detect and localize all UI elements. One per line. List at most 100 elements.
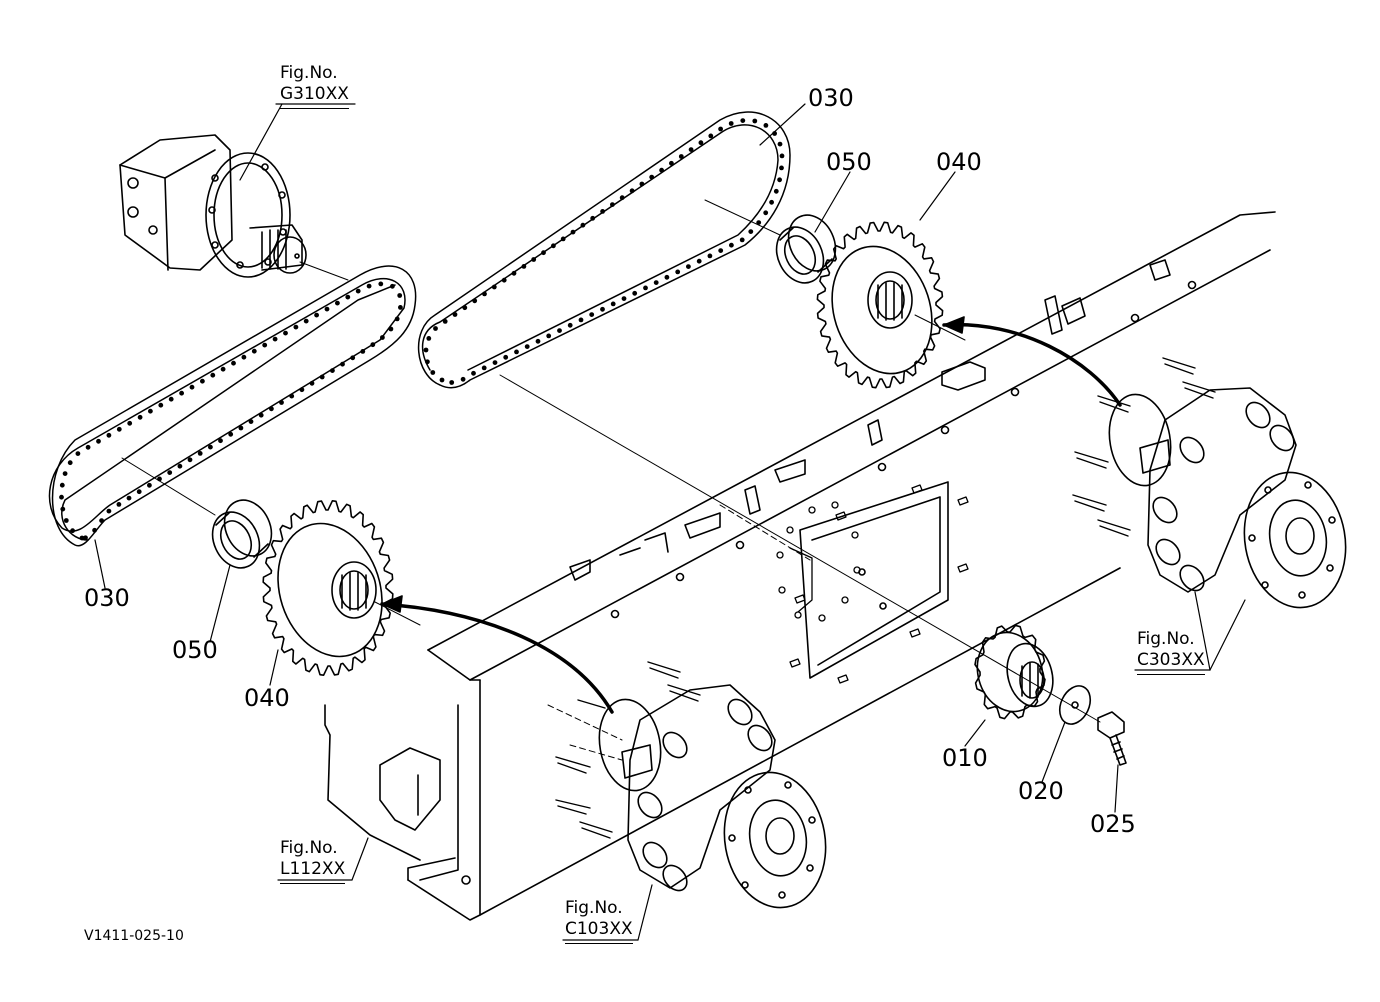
chain-links-upper [423, 118, 785, 385]
chain-link-pin [669, 160, 674, 166]
chain-link-pin [511, 270, 517, 276]
chain-link-pin [238, 425, 244, 431]
chain-link-pin [293, 324, 299, 330]
chain-link-pin [541, 250, 546, 256]
chain-link-pin [659, 167, 664, 173]
figure-ref-hub-upper: Fig.No. C303XX [1137, 629, 1205, 675]
dashed-axis-lower-hub [547, 704, 623, 761]
chain-link-pin [621, 296, 627, 301]
chain-link-pin [116, 502, 122, 507]
chain-link-pin [649, 174, 655, 180]
callout-chain-upper: 030 [808, 84, 854, 112]
chain-link-pin [262, 342, 268, 348]
drive-axis-small-sprocket [499, 374, 1101, 723]
leader-lines [94, 103, 1246, 941]
chain-link-pin [501, 277, 507, 283]
chain-link-pin [619, 195, 625, 201]
chain-link-pin [289, 393, 295, 399]
sprocket-upper [816, 221, 944, 389]
sprocket-axis-lower [374, 601, 421, 626]
chain-link-pin [59, 482, 65, 488]
chain-link-pin [378, 281, 384, 287]
chain-link-pin [675, 269, 681, 275]
figure-ref-prefix: Fig.No. [280, 838, 338, 858]
chain-link-pin [698, 140, 704, 146]
chain-link-pin [241, 354, 247, 360]
chain-link-pin [773, 188, 779, 194]
chain-link-pin [426, 336, 432, 341]
motor-shaft-axis [299, 261, 349, 281]
chain-link-pin [610, 301, 616, 307]
chain-link-pin [319, 374, 325, 380]
chain-link-pin [439, 377, 445, 383]
chain-link-pin [779, 153, 785, 159]
chain-link-pin [433, 326, 438, 331]
chain-link-pin [524, 344, 530, 349]
chain-link-pin [779, 165, 784, 171]
chain-link-pin [600, 306, 605, 312]
chain-link-pin [75, 451, 81, 456]
chain-link-pin [179, 390, 185, 396]
chain-link-pin [258, 412, 264, 418]
chain-link-pin [632, 290, 638, 296]
chain-link-pin [643, 285, 648, 291]
motor-axis-lower [719, 504, 811, 561]
chain-link-pin [324, 306, 330, 312]
chain-link-pin [210, 372, 216, 378]
small-sprocket [974, 624, 1054, 720]
chain-link-pin [769, 199, 774, 205]
chain-link-pin [748, 229, 754, 235]
sprocket-teeth [816, 221, 944, 389]
final-drive-hub-lower [598, 684, 827, 909]
chain-link-pin [449, 380, 455, 385]
chain-link-pin [481, 365, 487, 371]
chain-link-pin [580, 222, 586, 228]
chain-link-pin [452, 312, 458, 317]
chain-link-pin [228, 431, 234, 437]
chain-link-pin [398, 305, 403, 310]
chain-link-pin [707, 253, 713, 259]
chain-link-pin [340, 361, 345, 367]
chain-link-pin [60, 506, 66, 512]
chain-link-pin [492, 360, 498, 365]
chain-link-pin [394, 316, 400, 322]
chain-link-pin [388, 326, 394, 332]
callout-sprocket-upper: 040 [936, 148, 982, 176]
chain-link-pin [653, 280, 659, 285]
chain-link-pin [279, 400, 284, 405]
figure-ref-frame: Fig.No. L112XX [280, 838, 346, 884]
chain-link-pin [728, 121, 734, 126]
callout-small-sprocket: 010 [942, 744, 988, 772]
chain-link-pin [442, 319, 448, 324]
chain-link-pin [106, 508, 112, 514]
chain-link-pin [167, 470, 173, 475]
chain-link-pin [777, 177, 782, 183]
chain-link-pin [560, 236, 566, 242]
chain-link-pin [85, 444, 91, 450]
chain-link-pin [189, 384, 195, 390]
chain-link-pin [62, 471, 68, 476]
chain-link-pin [231, 360, 236, 366]
chain-link-pin [158, 402, 164, 408]
chain-link-pin [63, 518, 69, 523]
chain-link-pin [390, 283, 395, 289]
chain-link-pin [752, 118, 758, 124]
chain-link-pin [777, 141, 783, 147]
assembly-arrow-upper [942, 316, 1122, 407]
chain-link-pin [425, 359, 430, 365]
chain-link-pin [380, 335, 385, 340]
chain-link-pin [366, 283, 372, 289]
collar-lower [211, 499, 273, 569]
chain-link-pin [397, 293, 403, 298]
figure-ref-hub-lower: Fig.No. C103XX [565, 898, 633, 944]
chain-link-pin [345, 294, 351, 300]
assembly-arrow-lower [380, 595, 614, 714]
chain-link-pin [491, 284, 497, 290]
sprocket-lower [262, 500, 394, 676]
chain-link-pin [740, 118, 746, 123]
frame-body [324, 211, 1276, 921]
chain-link-pin [177, 463, 183, 469]
chain-link-pin [67, 460, 73, 466]
chain-link-pin [269, 406, 274, 412]
